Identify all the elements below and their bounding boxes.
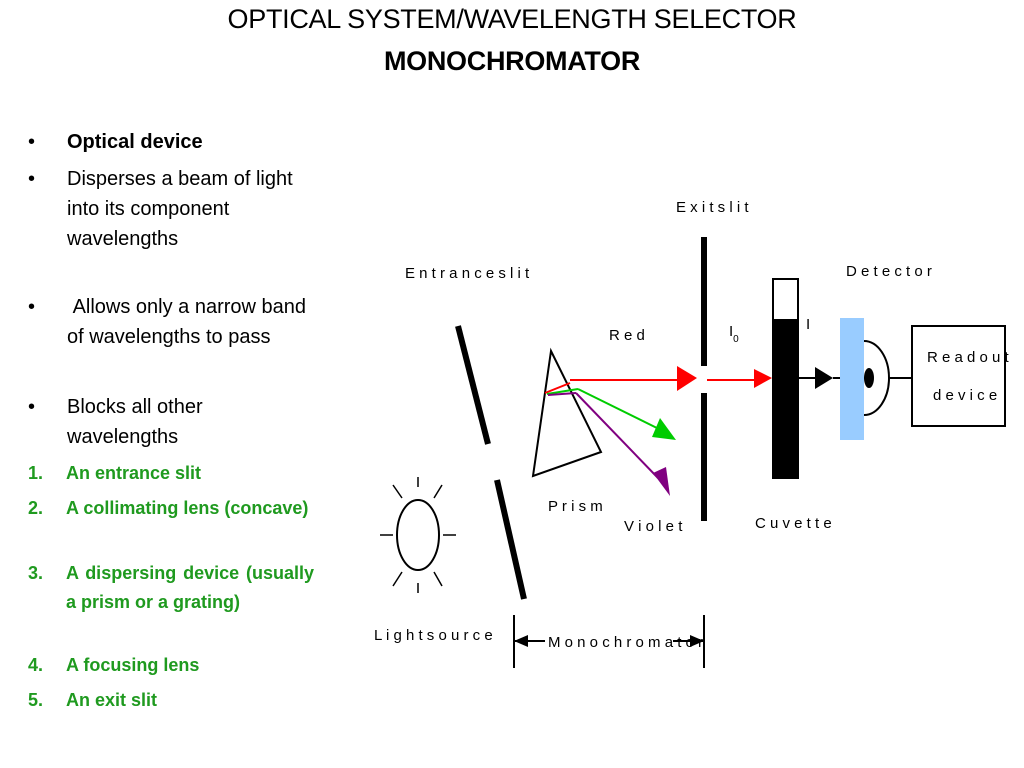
green-beam xyxy=(546,388,676,440)
bullet-symbol: • xyxy=(28,396,36,418)
entrance-slit-lower xyxy=(494,479,527,600)
bullet-item: • Blocks all other wavelengths xyxy=(28,392,328,452)
detector-icon xyxy=(840,318,864,440)
label-red: R e d xyxy=(609,327,645,344)
label-exit-slit: E x i t s l i t xyxy=(676,199,749,216)
label-entrance-slit: E n t r a n c e s l i t xyxy=(405,265,530,282)
bullet-item: • Disperses a beam of light into its com… xyxy=(28,164,328,284)
light-source-icon xyxy=(380,477,456,593)
component-text: A dispersing device (usually a prism or … xyxy=(66,563,314,612)
bullet-symbol: • xyxy=(28,168,36,190)
component-text: A focusing lens xyxy=(66,655,200,675)
label-i0-main: I xyxy=(729,323,733,340)
bullet-text: Allows only a narrow band of wavelengths… xyxy=(67,296,312,348)
prism-icon xyxy=(531,347,603,478)
component-number: 4. xyxy=(28,655,44,675)
label-cuvette: C u v e t t e xyxy=(755,515,832,532)
label-detector: D e t e c t o r xyxy=(846,263,932,280)
component-number: 5. xyxy=(28,690,44,710)
label-i0: I0 xyxy=(729,323,739,345)
component-text: A collimating lens (concave) xyxy=(66,498,309,518)
bullet-symbol: • xyxy=(28,131,36,153)
component-number: 3. xyxy=(28,563,44,583)
bullet-item: • Optical device xyxy=(28,127,328,157)
slide-subtitle: MONOCHROMATOR xyxy=(383,46,641,76)
violet-beam xyxy=(547,392,670,496)
bullet-text: Blocks all other wavelengths xyxy=(67,396,203,448)
red-beam xyxy=(544,366,772,394)
bullet-text: Optical device xyxy=(67,131,203,153)
readout-device-box xyxy=(911,325,1006,427)
label-i0-sub: 0 xyxy=(733,334,739,345)
entrance-slit-upper xyxy=(455,325,491,445)
bullet-item: • Allows only a narrow band of wavelengt… xyxy=(28,292,328,382)
label-violet: V i o l e t xyxy=(624,518,683,535)
monochromator-bracket xyxy=(513,615,705,668)
label-prism: P r i s m xyxy=(548,498,603,515)
label-monochromator: M o n o c h r o m a t o r xyxy=(548,634,703,651)
component-number: 1. xyxy=(28,463,44,483)
detector-housing xyxy=(863,340,890,416)
component-text: An exit slit xyxy=(66,690,158,710)
cuvette-sample xyxy=(773,319,798,478)
slide-title: OPTICAL SYSTEM/WAVELENGTH SELECTOR xyxy=(227,4,797,34)
detector-sensor xyxy=(864,368,874,388)
component-text: An entrance slit xyxy=(66,463,202,483)
label-readout-line1: R e a d o u t xyxy=(927,349,1010,366)
label-light-source: L i g h t s o u r c e xyxy=(374,627,493,644)
label-readout-line2: d e v i c e xyxy=(933,387,997,404)
bullet-symbol: • xyxy=(28,296,36,318)
label-i: I xyxy=(806,316,810,333)
bullet-text: Disperses a beam of light into its compo… xyxy=(67,168,293,250)
component-number: 2. xyxy=(28,498,44,518)
